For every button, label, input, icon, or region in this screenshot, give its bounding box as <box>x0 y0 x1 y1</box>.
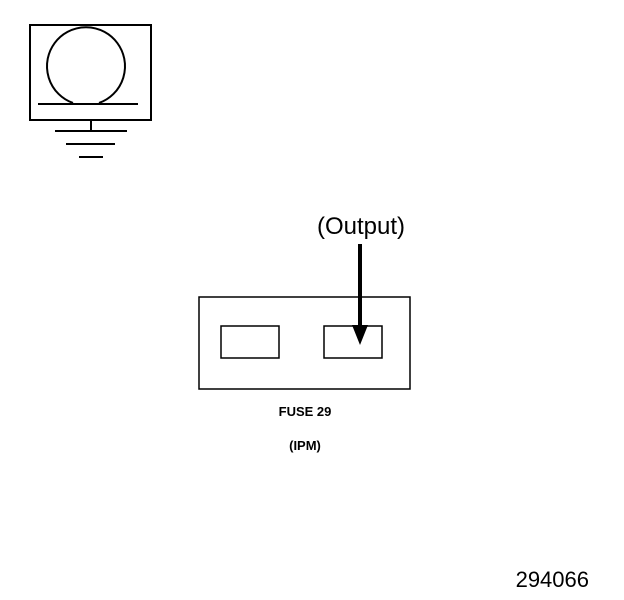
fuse-location-label: (IPM) <box>289 438 321 453</box>
fuse-terminal-input <box>220 325 280 359</box>
output-label: (Output) <box>317 213 405 240</box>
figure-number: 294066 <box>516 567 589 592</box>
fuse-label: FUSE 29 <box>279 404 332 419</box>
fuse-terminal-output <box>323 325 383 359</box>
output-arrow-head <box>352 325 368 345</box>
ohm-symbol <box>46 26 126 104</box>
fuse-29-housing <box>198 296 411 390</box>
ohmmeter-ground-icon <box>29 24 152 158</box>
fuse-body <box>198 296 411 390</box>
output-arrow <box>352 244 368 345</box>
